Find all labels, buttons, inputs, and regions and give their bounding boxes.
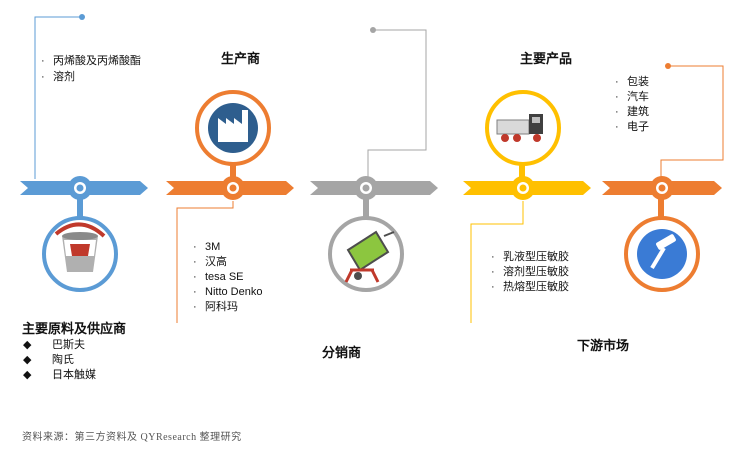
raw-input-bullet: · xyxy=(41,70,45,85)
factory-icon xyxy=(208,103,258,153)
manufacturer-title: 生产商 xyxy=(221,48,260,67)
company-bullet: · xyxy=(193,285,197,300)
company-item: Nitto Denko xyxy=(205,285,262,300)
supplier-item: 日本触媒 xyxy=(52,368,96,383)
manufacturer-node xyxy=(221,176,245,200)
company-bullet: · xyxy=(193,270,197,285)
market-bullet: · xyxy=(615,105,619,120)
raw-connector-line xyxy=(35,17,82,179)
product-item: 溶剂型压敏胶 xyxy=(503,265,569,280)
market-bullet: · xyxy=(615,75,619,90)
downstream-connector-dot xyxy=(665,63,671,69)
market-item: 建筑 xyxy=(627,105,649,120)
company-item: 阿科玛 xyxy=(205,300,238,315)
product-bullet: · xyxy=(491,250,495,265)
raw-title: 主要原料及供应商 xyxy=(22,318,126,337)
company-item: 汉高 xyxy=(205,255,227,270)
product-item: 乳液型压敏胶 xyxy=(503,250,569,265)
distributor-node xyxy=(354,176,378,200)
raw-node xyxy=(68,176,92,200)
supplier-bullet: ◆ xyxy=(23,338,31,353)
raw-input-item: 丙烯酸及丙烯酸酯 xyxy=(53,54,141,69)
distributor-connector-dot xyxy=(370,27,376,33)
product-bullet: · xyxy=(491,265,495,280)
supplier-bullet: ◆ xyxy=(23,368,31,383)
downstream-title: 下游市场 xyxy=(577,335,629,354)
raw-connector-dot xyxy=(79,14,85,20)
paint-roller-icon xyxy=(637,229,687,279)
market-item: 电子 xyxy=(627,120,649,135)
supplier-item: 巴斯夫 xyxy=(52,338,85,353)
products-node xyxy=(511,176,535,200)
downstream-node xyxy=(650,176,674,200)
distributor-title: 分销商 xyxy=(322,342,361,361)
product-bullet: · xyxy=(491,280,495,295)
company-bullet: · xyxy=(193,255,197,270)
raw-input-bullet: · xyxy=(41,54,45,69)
company-bullet: · xyxy=(193,240,197,255)
company-item: 3M xyxy=(205,240,220,255)
product-item: 热熔型压敏胶 xyxy=(503,280,569,295)
products-title: 主要产品 xyxy=(520,48,572,67)
market-bullet: · xyxy=(615,120,619,135)
supplier-bullet: ◆ xyxy=(23,353,31,368)
market-item: 包装 xyxy=(627,75,649,90)
company-item: tesa SE xyxy=(205,270,244,285)
distributor-connector-line xyxy=(368,30,426,179)
raw-input-item: 溶剂 xyxy=(53,70,75,85)
market-bullet: · xyxy=(615,90,619,105)
downstream-connector-line xyxy=(661,66,723,179)
supplier-item: 陶氏 xyxy=(52,353,74,368)
company-bullet: · xyxy=(193,300,197,315)
market-item: 汽车 xyxy=(627,90,649,105)
source-note: 资料来源：第三方资料及 QYResearch 整理研究 xyxy=(22,428,242,443)
